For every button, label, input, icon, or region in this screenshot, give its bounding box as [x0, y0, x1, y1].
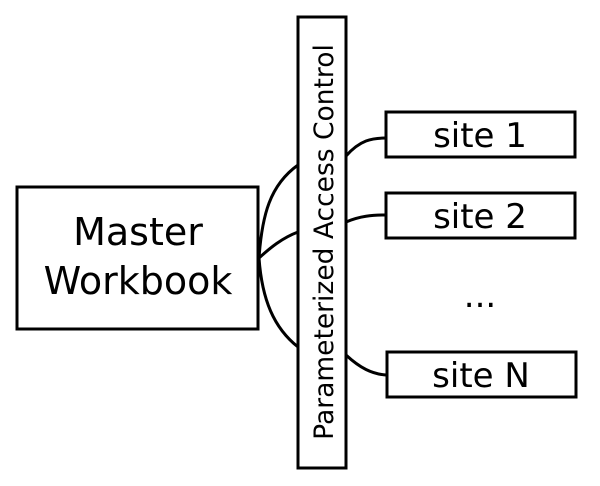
site-n-box	[385, 350, 578, 399]
connector-bar-to-site-n	[344, 353, 387, 377]
master-connectors	[257, 163, 299, 349]
site-n-label: site N	[432, 356, 530, 396]
access-control-node: Parameterized Access Control	[296, 15, 348, 470]
sites-ellipsis: ...	[464, 276, 496, 316]
site-2-box	[384, 191, 577, 240]
site-node-1: site 1	[384, 110, 577, 159]
connector-master-to-site-1	[257, 163, 299, 259]
master-workbook-box	[15, 185, 260, 331]
connector-bar-to-site-1	[344, 136, 387, 157]
site-node-n: site N	[385, 350, 578, 399]
site-node-2: site 2	[384, 191, 577, 240]
site-1-box	[384, 110, 577, 159]
access-control-label: Parameterized Access Control	[309, 44, 340, 440]
access-control-bar	[296, 15, 348, 470]
master-workbook-label-line1: Master	[73, 210, 203, 254]
site-connectors	[344, 136, 387, 377]
connector-master-to-site-2	[257, 230, 299, 260]
site-2-label: site 2	[433, 197, 527, 237]
connector-master-to-site-n	[257, 257, 299, 349]
master-workbook-node: Master Workbook	[15, 185, 260, 331]
master-workbook-label-line2: Workbook	[44, 259, 233, 303]
connector-bar-to-site-2	[345, 213, 387, 224]
site-1-label: site 1	[433, 116, 527, 156]
